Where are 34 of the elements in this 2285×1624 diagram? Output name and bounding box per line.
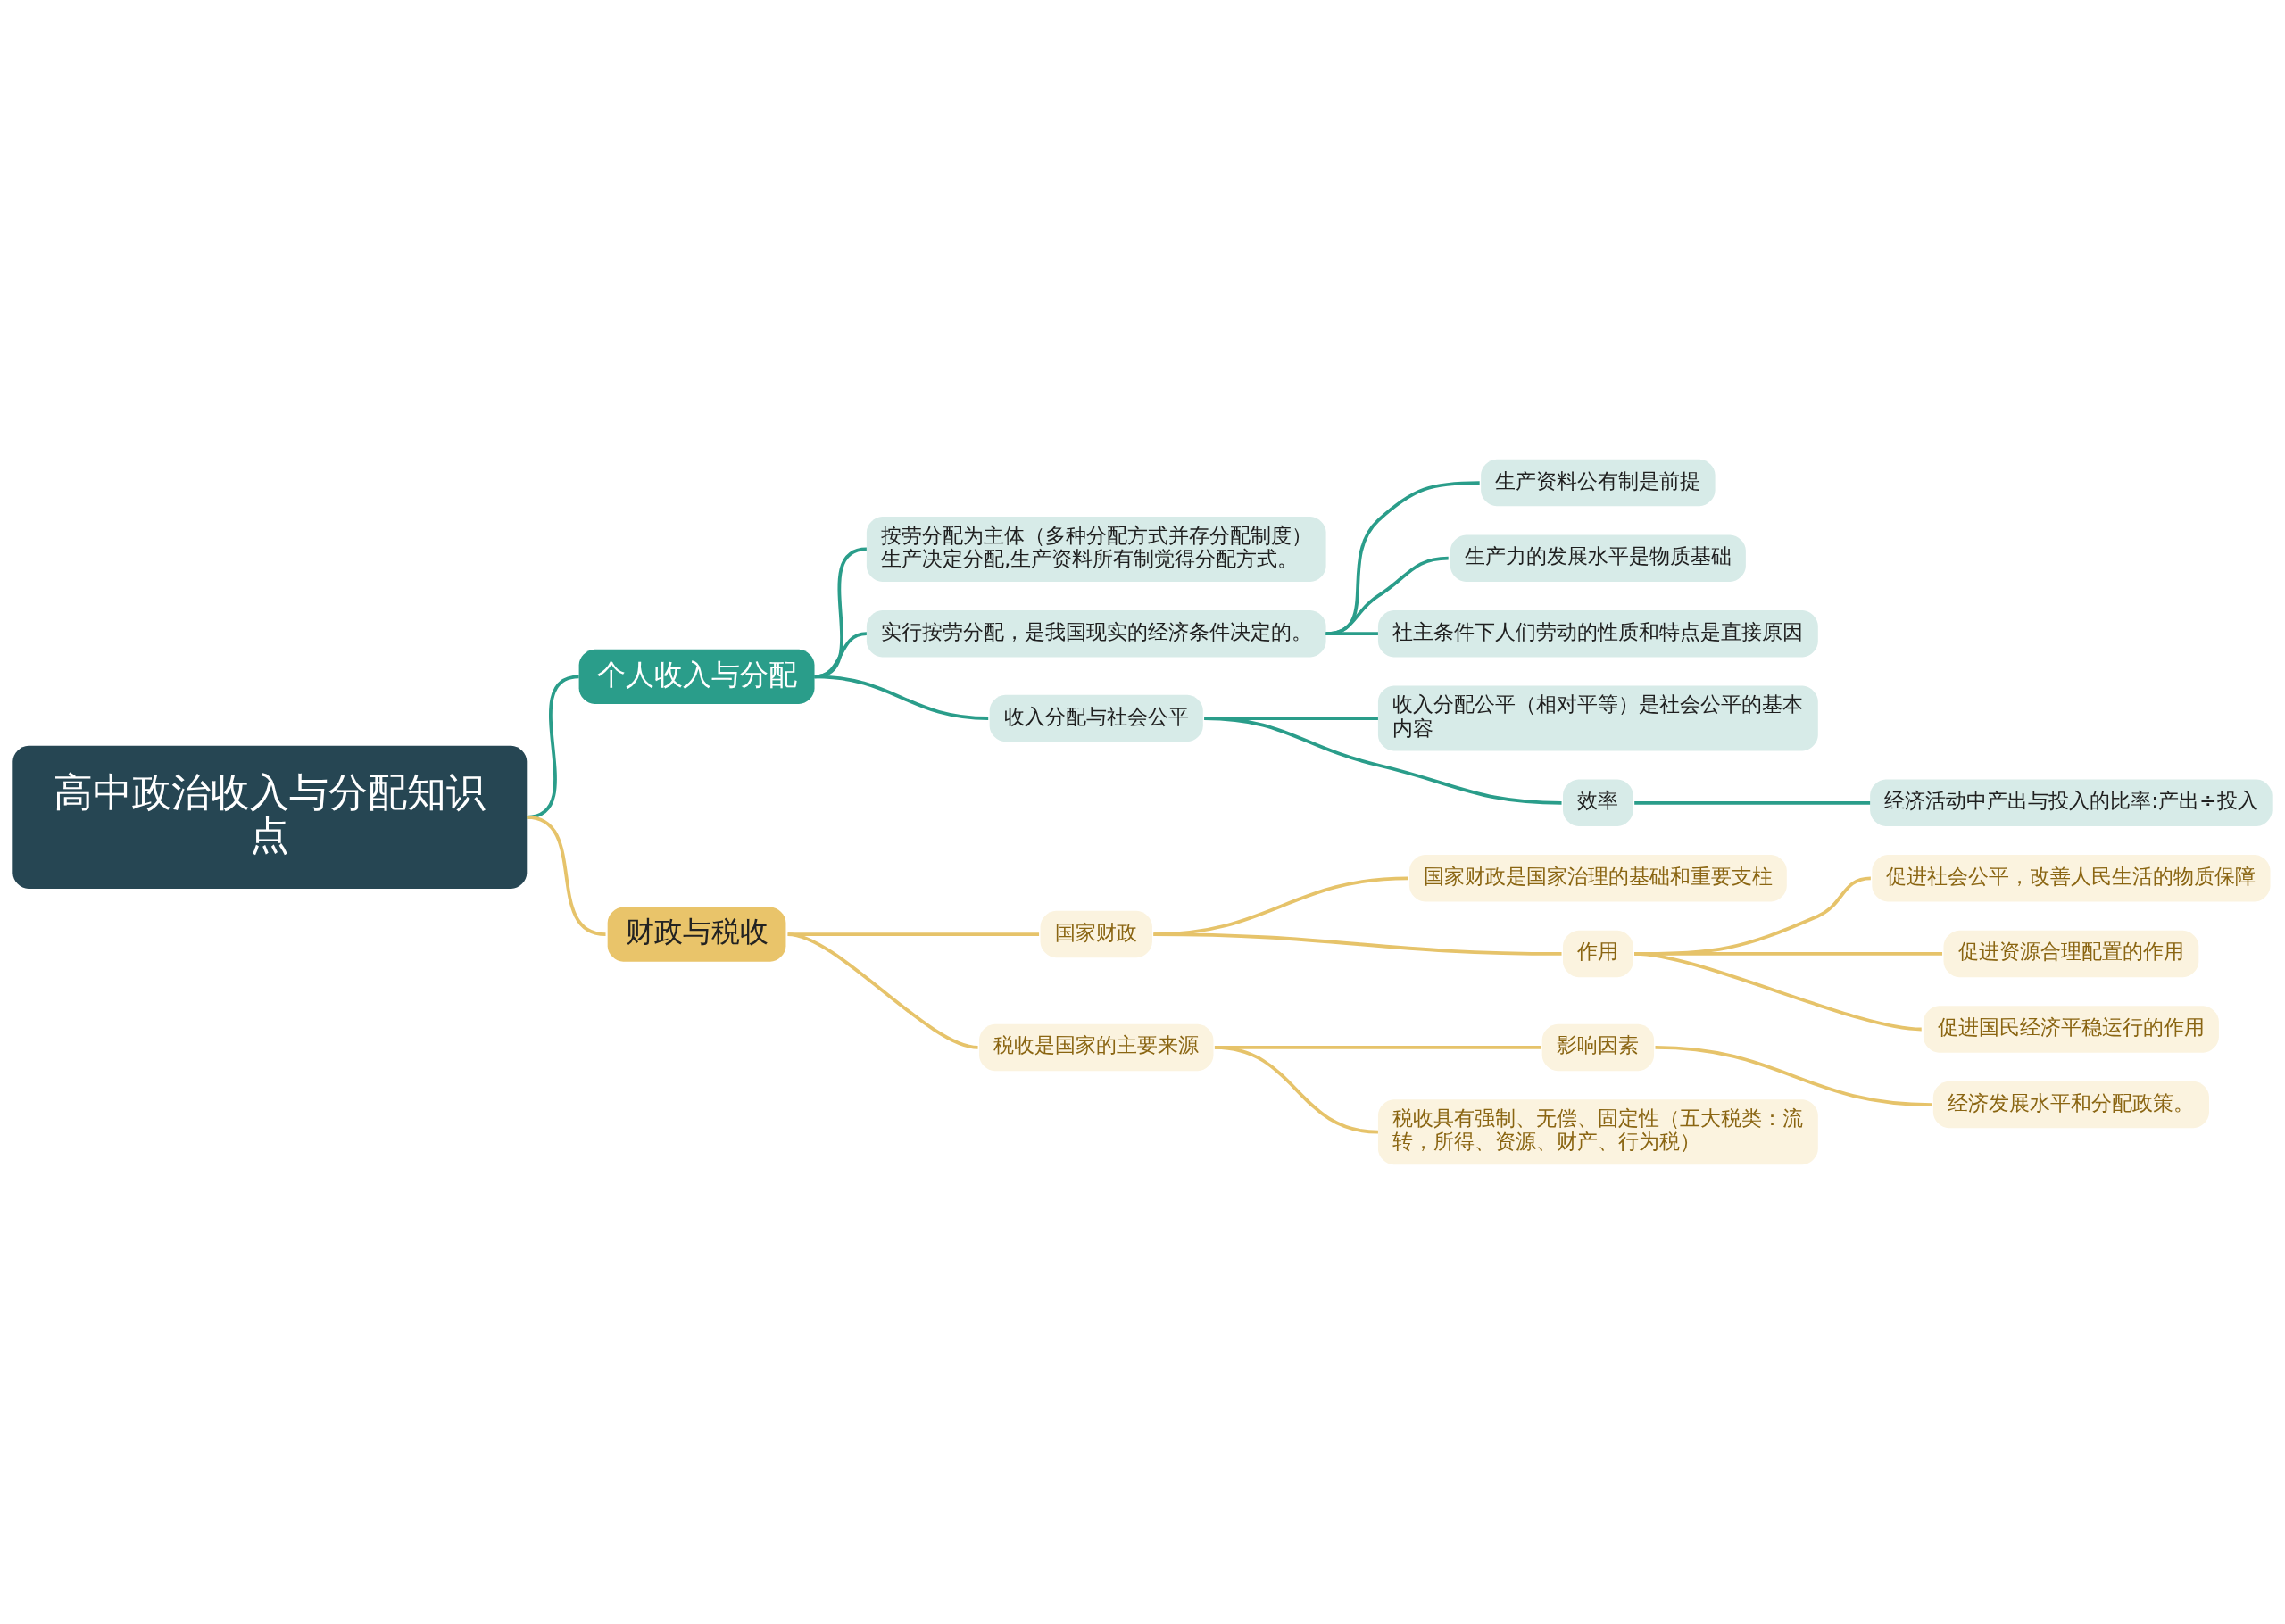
node-box: 收入分配与社会公平 — [989, 694, 1203, 742]
connector — [1153, 932, 1562, 956]
connector — [1655, 1046, 1932, 1106]
node-box: 税收是国家的主要来源 — [979, 1023, 1214, 1072]
node-box: 经济活动中产出与投入的比率:产出÷投入 — [1870, 779, 2273, 827]
node-box: 促进资源合理配置的作用 — [1943, 930, 2199, 978]
connector — [1325, 556, 1449, 636]
node-box: 税收具有强制、无偿、固定性（五大税类：流转，所得、资源、财产、行为税） — [1377, 1099, 1818, 1165]
node-box: 效率 — [1563, 779, 1633, 827]
node-box: 社主条件下人们劳动的性质和特点是直接原因 — [1377, 610, 1818, 658]
connector — [1214, 1046, 1379, 1134]
node-box: 高中政治收入与分配知识点 — [12, 745, 528, 890]
node-box: 实行按劳分配，是我国现实的经济条件决定的。 — [866, 610, 1326, 658]
node-box: 国家财政是国家治理的基础和重要支柱 — [1408, 855, 1787, 902]
connector — [1325, 632, 1378, 636]
node-box: 财政与税收 — [607, 907, 786, 962]
connector — [1634, 800, 1871, 805]
node-box: 影响因素 — [1541, 1023, 1655, 1072]
connector — [787, 932, 978, 1049]
node-box: 促进国民经济平稳运行的作用 — [1923, 1006, 2219, 1053]
node-box: 经济发展水平和分配政策。 — [1932, 1081, 2209, 1129]
node-box: 生产资料公有制是前提 — [1481, 459, 1716, 507]
node-box: 收入分配公平（相对平等）是社会公平的基本内容 — [1377, 685, 1818, 751]
connector — [1634, 952, 1922, 1032]
node-box: 个人收入与分配 — [578, 649, 815, 704]
connector — [526, 815, 606, 936]
node-box: 国家财政 — [1040, 910, 1152, 958]
connector — [814, 675, 989, 720]
node-box: 生产力的发展水平是物质基础 — [1450, 534, 1746, 582]
connector — [1204, 717, 1562, 805]
connector — [1325, 481, 1480, 636]
node-box: 促进社会公平，改善人民生活的物质保障 — [1872, 855, 2271, 902]
node-box: 按劳分配为主体（多种分配方式并存分配制度）生产决定分配,生产资料所有制觉得分配方式。 — [866, 517, 1326, 582]
node-box: 作用 — [1563, 930, 1633, 978]
